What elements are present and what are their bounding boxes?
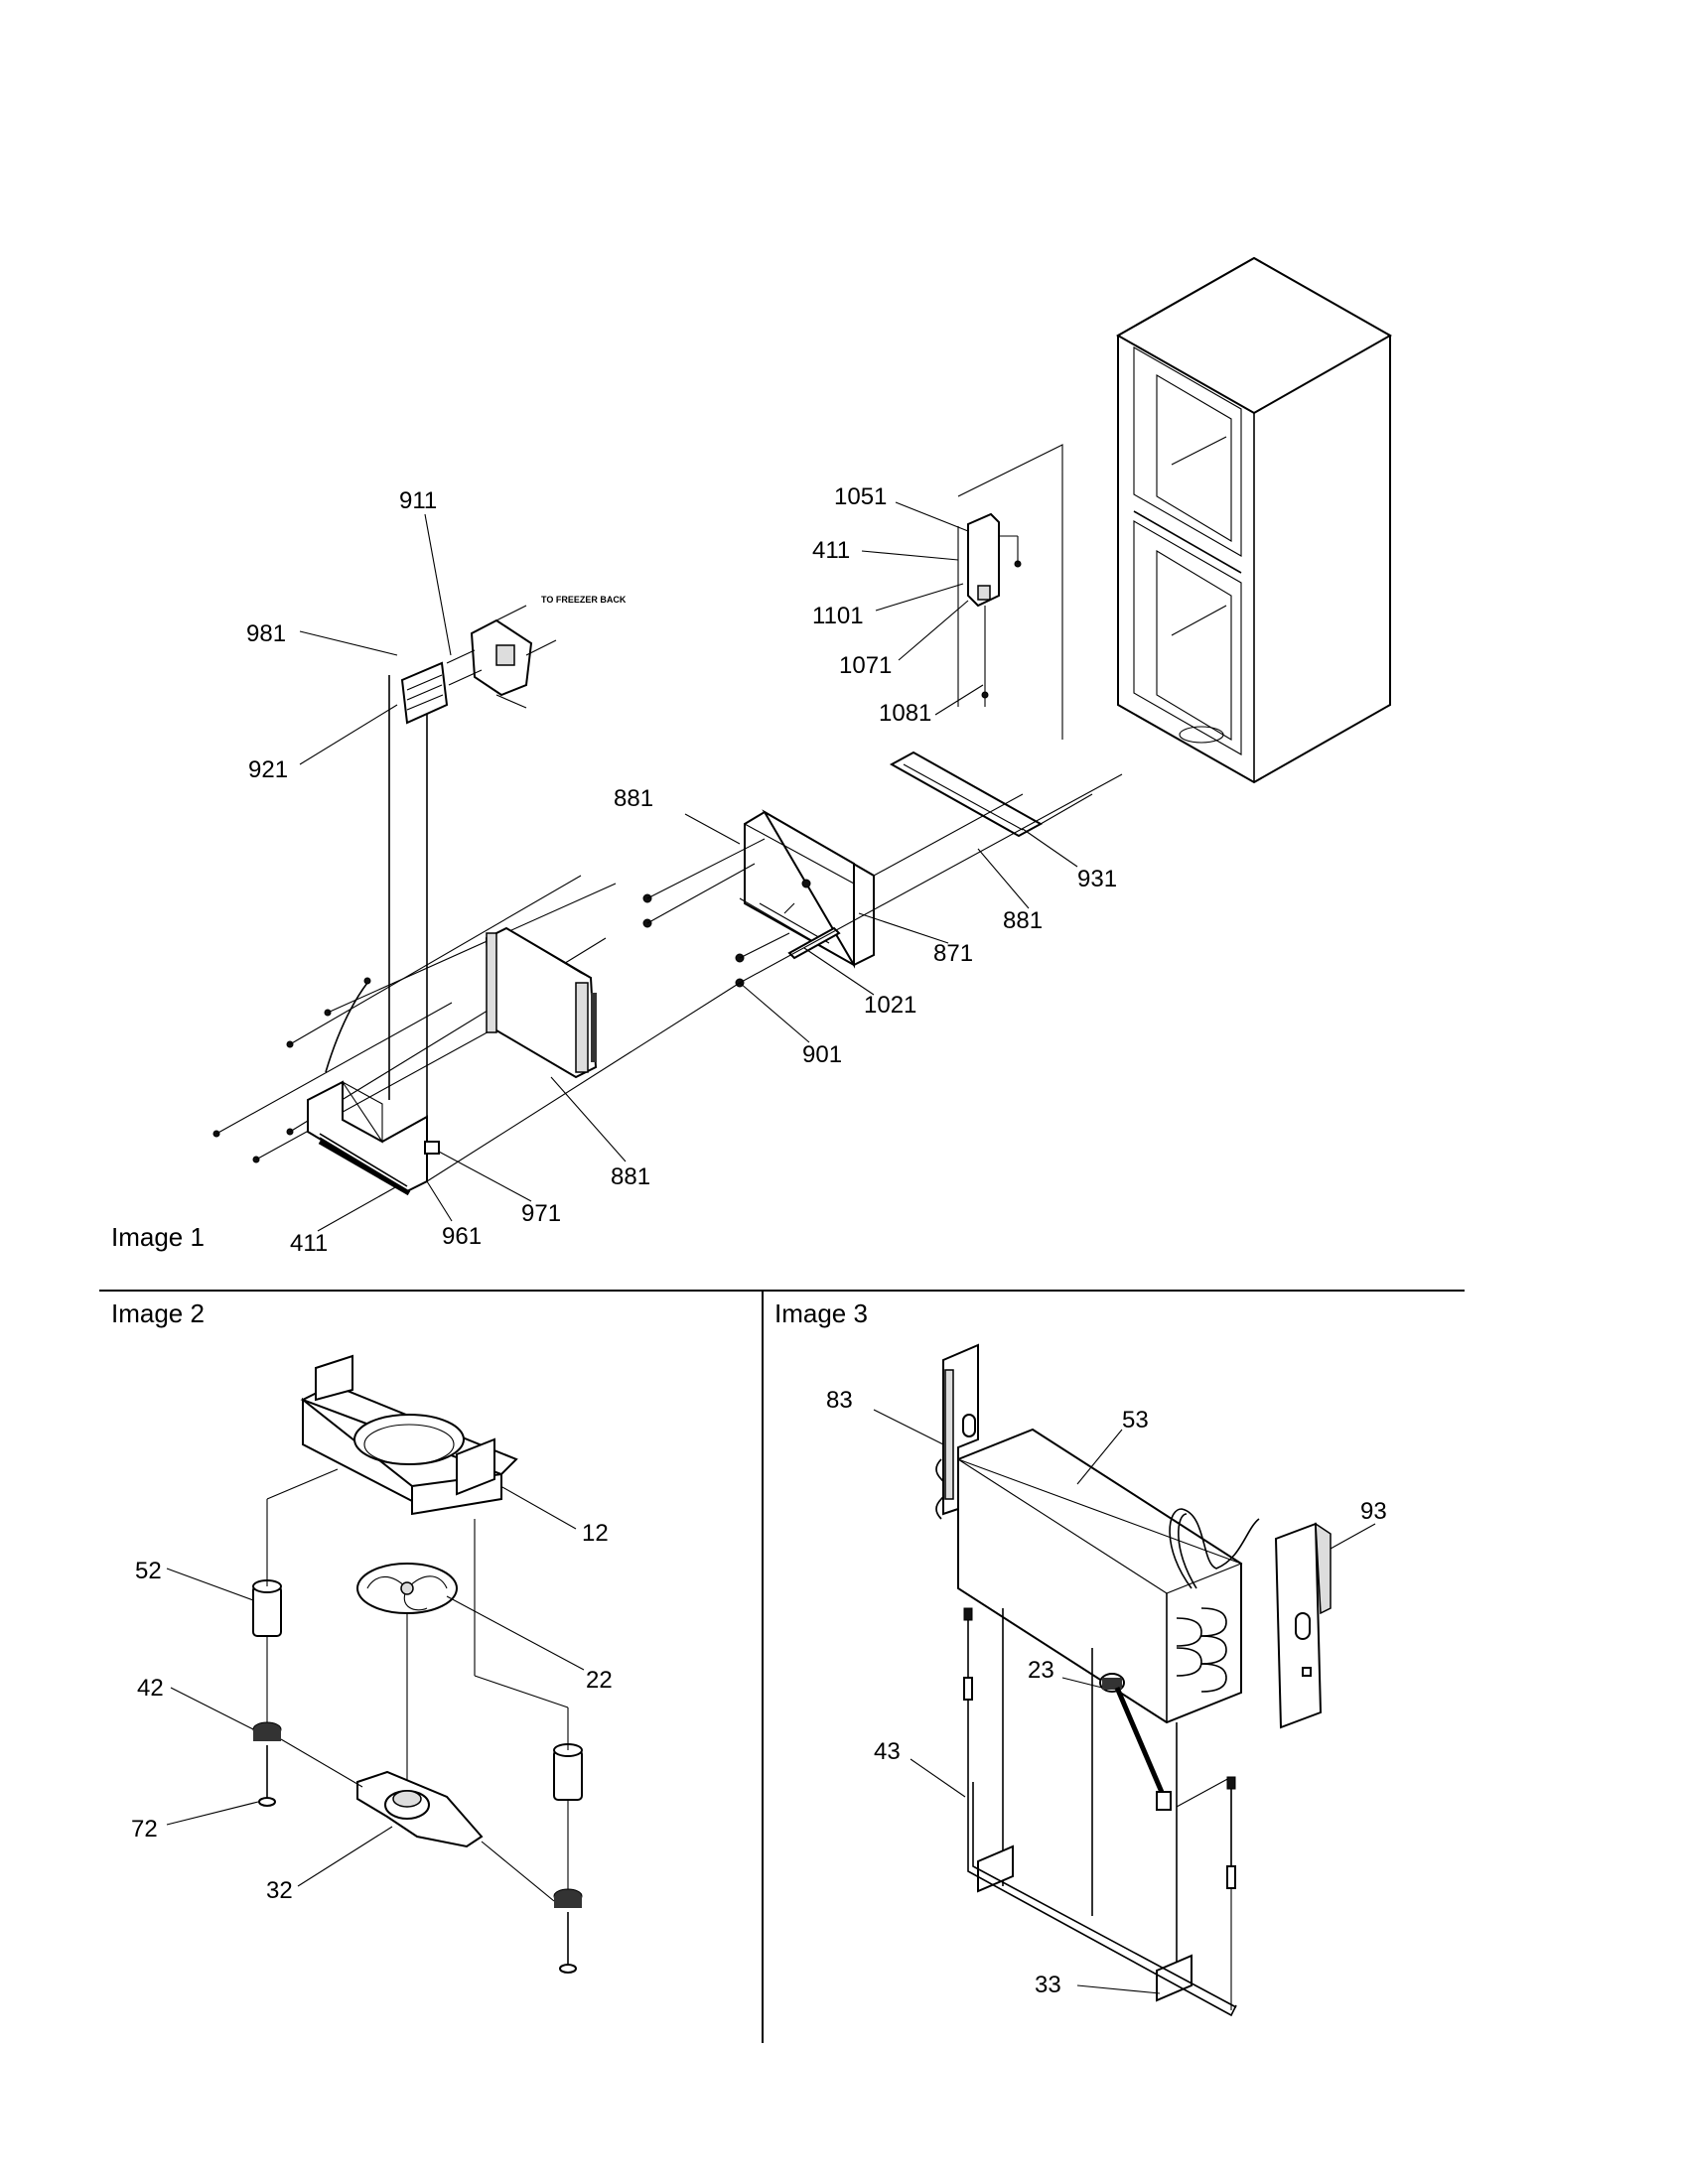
evaporator-53: [935, 1428, 1260, 1724]
callout-931: 931: [1077, 866, 1117, 892]
callout-1081: 1081: [879, 700, 931, 727]
grille-921: [400, 661, 449, 725]
callout-961: 961: [442, 1223, 482, 1250]
callout-1021: 1021: [864, 992, 916, 1019]
grommets-42: [252, 1636, 583, 1974]
plate-931: [889, 751, 1044, 838]
callout-921: 921: [248, 756, 288, 783]
damper-bracket: [967, 512, 1022, 707]
callout-881-bottom: 881: [611, 1163, 650, 1190]
callout-83: 83: [826, 1387, 853, 1414]
callout-43: 43: [874, 1738, 901, 1765]
callout-1071: 1071: [839, 652, 892, 679]
callout-871: 871: [933, 940, 973, 967]
callout-1051: 1051: [834, 483, 887, 510]
image3-title: Image 3: [774, 1298, 868, 1328]
callout-33: 33: [1035, 1972, 1061, 1998]
callout-1101: 1101: [812, 603, 864, 629]
leaders-image2: [166, 1486, 585, 1887]
image3-panel: Image 3: [774, 1298, 1387, 2017]
callout-881-right: 881: [1003, 907, 1043, 934]
refrigerator-cabinet: [1115, 256, 1393, 784]
fan-blade-22: [356, 1563, 458, 1792]
callout-901: 901: [802, 1041, 842, 1068]
image1-callouts: 911 981 921 1051 411 1101 1071 1081 881 …: [246, 483, 1117, 1257]
fan-shroud-12: [300, 1354, 518, 1516]
guide-lines: [215, 773, 1123, 1182]
callout-53: 53: [1122, 1407, 1149, 1433]
callout-42: 42: [137, 1675, 164, 1702]
sensor-43: [963, 1607, 1236, 1889]
callout-52: 52: [135, 1558, 162, 1584]
image1-title: Image 1: [111, 1222, 205, 1252]
callout-23: 23: [1028, 1657, 1054, 1684]
image2-title: Image 2: [111, 1298, 205, 1328]
callout-12: 12: [582, 1520, 609, 1547]
bracket-83: [942, 1343, 979, 1516]
note-freezer-back-1: TO FREEZER BACK: [541, 595, 627, 605]
image2-callouts: 52 12 22 42 72 32: [131, 1520, 613, 1904]
fan-motor-32: [280, 1738, 555, 1902]
callout-911: 911: [399, 487, 437, 514]
image3-callouts: 83 53 93 23 43 33: [826, 1387, 1387, 1998]
duct-box-871: [739, 809, 875, 969]
control-911: TO FREEZER BACK: [446, 595, 627, 709]
duct-box-881: [485, 926, 598, 1079]
bracket-93: [1274, 1522, 1332, 1729]
panel-dividers: [99, 1290, 1465, 2043]
callout-32: 32: [266, 1877, 293, 1904]
callout-22: 22: [586, 1667, 613, 1694]
coil-bends: [935, 1458, 1227, 1693]
image2-panel: Image 2: [111, 1298, 613, 1974]
callout-411-top: 411: [812, 537, 850, 564]
callout-93: 93: [1360, 1498, 1387, 1525]
leaders-image1: [299, 501, 1078, 1232]
callout-72: 72: [131, 1816, 158, 1843]
callout-981: 981: [246, 620, 286, 647]
spacer-52: [252, 1468, 583, 1801]
lower-duct: [307, 675, 440, 1196]
image1-panel: TO FREEZER BACK Image 1 911 98: [111, 256, 1393, 1257]
thermostat-23: [1099, 1673, 1172, 1811]
callout-411-bottom: 411: [290, 1230, 328, 1257]
leaders-image3: [873, 1409, 1376, 1994]
callout-971: 971: [521, 1200, 561, 1227]
callout-881-top: 881: [614, 785, 653, 812]
